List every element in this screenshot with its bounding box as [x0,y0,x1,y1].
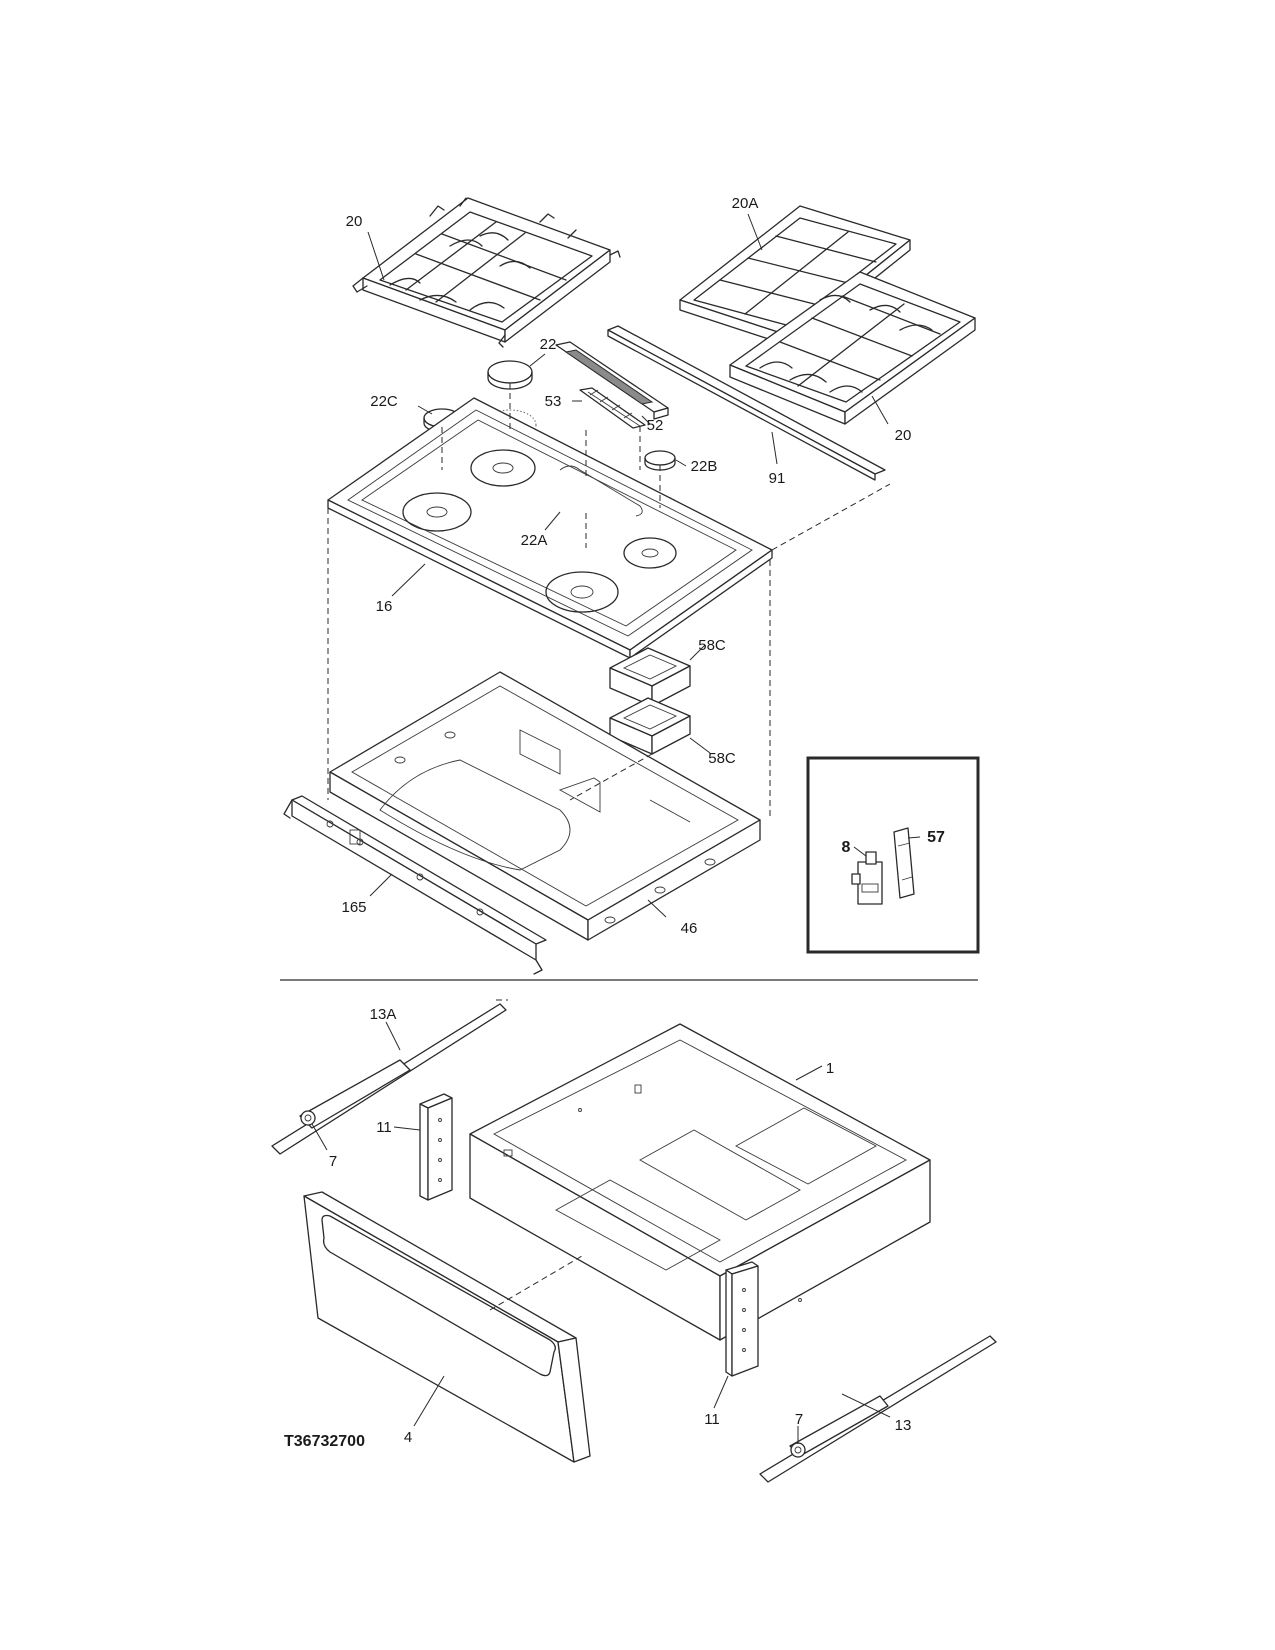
callout-52: 52 [647,417,664,434]
callout-58C-top: 58C [698,637,726,654]
callout-11-right: 11 [704,1411,720,1428]
spark-module-8 [851,851,883,905]
callout-57: 57 [927,829,945,846]
alignment-lines-upper [327,383,891,820]
insulation-block-58C-lower [609,697,691,755]
callout-8: 8 [842,839,851,856]
bracket-57 [893,827,915,899]
callout-11-left: 11 [376,1119,392,1136]
callout-20-right: 20 [895,427,912,444]
callout-labels: 20 20A 22 22C 53 52 20 22B 91 22A 16 58C… [329,195,945,1446]
callout-20-left: 20 [346,213,363,230]
drawer-slide-13A [271,999,508,1155]
callout-22B: 22B [691,458,718,475]
callout-91: 91 [769,470,786,487]
callout-1: 1 [826,1060,834,1077]
insulation-block-58C-upper [609,647,691,707]
callout-13: 13 [895,1417,912,1434]
drawer-bracket-11-left [419,1093,453,1201]
callout-7-right: 7 [795,1411,803,1428]
callout-20A: 20A [732,195,759,212]
drawer-box-1 [469,1023,931,1341]
cooktop-16 [327,397,773,659]
inset-detail-box [806,756,980,954]
burner-cap-22 [487,360,533,390]
leader-lines [311,213,921,1444]
callout-16: 16 [376,598,393,615]
callout-22A: 22A [521,532,548,549]
diagram-id: T36732700 [284,1433,365,1450]
vent-trim-52 [555,341,669,420]
main-top-chassis-46 [329,671,761,941]
callout-46: 46 [681,920,698,937]
vent-grille-53 [579,387,646,429]
left-burner-grate [352,197,621,348]
callout-22C: 22C [370,393,398,410]
manifold-panel-165 [283,795,547,975]
callout-13A: 13A [370,1006,397,1023]
drawer-slide-13 [759,1335,997,1483]
callout-7-left: 7 [329,1153,337,1170]
alignment-line-drawer [489,1255,583,1311]
callout-4: 4 [404,1429,412,1446]
callout-165: 165 [341,899,366,916]
drawer-front-panel-4 [303,1191,591,1463]
callout-22: 22 [540,336,557,353]
rear-trim-91 [607,325,886,481]
callout-53: 53 [545,393,562,410]
right-burner-grate [729,271,976,425]
callout-58C-bottom: 58C [708,750,736,767]
drawer-bracket-11-right [725,1261,759,1377]
